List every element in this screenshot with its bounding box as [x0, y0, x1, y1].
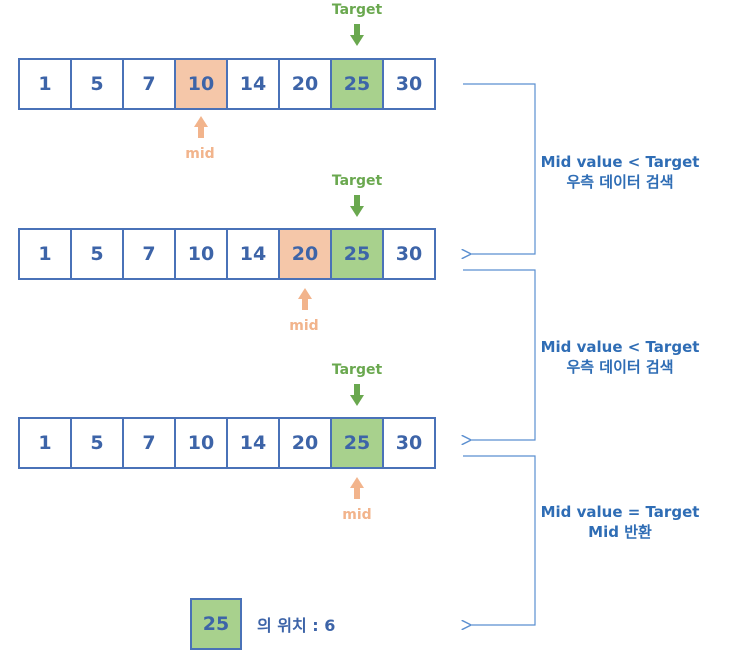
array-cell: 25 [332, 60, 384, 108]
array-cell: 20 [280, 60, 332, 108]
mid-arrow-row-2 [298, 288, 312, 310]
array-cell: 10 [176, 230, 228, 278]
step-note-2-line2: 우측 데이터 검색 [566, 358, 674, 376]
array-cell: 7 [124, 230, 176, 278]
target-label-row-1: Target [331, 2, 383, 18]
result-value-box: 25 [190, 598, 242, 650]
step-note-1: Mid value < Target 우측 데이터 검색 [520, 152, 720, 192]
array-cell: 25 [332, 419, 384, 467]
target-label-row-2: Target [331, 173, 383, 189]
array-cell: 14 [228, 230, 280, 278]
step-note-2-line1: Mid value < Target [540, 338, 700, 356]
step-note-3: Mid value = Target Mid 반환 [520, 502, 720, 542]
mid-label-row-1: mid [185, 146, 215, 162]
mid-arrow-row-3 [350, 477, 364, 499]
step-note-3-line2: Mid 반환 [588, 523, 652, 541]
mid-arrow-row-1 [194, 116, 208, 138]
array-cell: 10 [176, 419, 228, 467]
array-cell: 20 [280, 419, 332, 467]
mid-label-row-3: mid [342, 507, 372, 523]
array-cell: 1 [20, 419, 72, 467]
array-cell: 14 [228, 60, 280, 108]
connector-1 [463, 83, 536, 254]
array-cell: 30 [395, 243, 423, 265]
array-cell: 7 [124, 419, 176, 467]
target-arrow-row-1 [350, 24, 364, 46]
array-cell: 5 [72, 419, 124, 467]
connector-3 [463, 455, 536, 625]
array-cell: 30 [395, 73, 423, 95]
step-note-3-line1: Mid value = Target [540, 503, 700, 521]
array-cell: 10 [176, 60, 228, 108]
result-position-text: 의 위치 : 6 [257, 616, 336, 635]
mid-label-row-2: mid [289, 318, 319, 334]
array-cell: 1 [20, 230, 72, 278]
array-cell: 20 [280, 230, 332, 278]
array-cell: 30 [395, 432, 423, 454]
target-arrow-row-3 [350, 384, 364, 406]
array-cell: 1 [20, 60, 72, 108]
step-note-1-line1: Mid value < Target [540, 153, 700, 171]
array-cell: 14 [228, 419, 280, 467]
array-cell: 7 [124, 60, 176, 108]
array-cell: 25 [332, 230, 384, 278]
target-label-row-3: Target [331, 362, 383, 378]
step-note-2: Mid value < Target 우측 데이터 검색 [520, 337, 720, 377]
array-cell: 5 [72, 230, 124, 278]
connector-2 [463, 269, 536, 440]
step-note-1-line2: 우측 데이터 검색 [566, 173, 674, 191]
array-cell: 5 [72, 60, 124, 108]
target-arrow-row-2 [350, 195, 364, 217]
